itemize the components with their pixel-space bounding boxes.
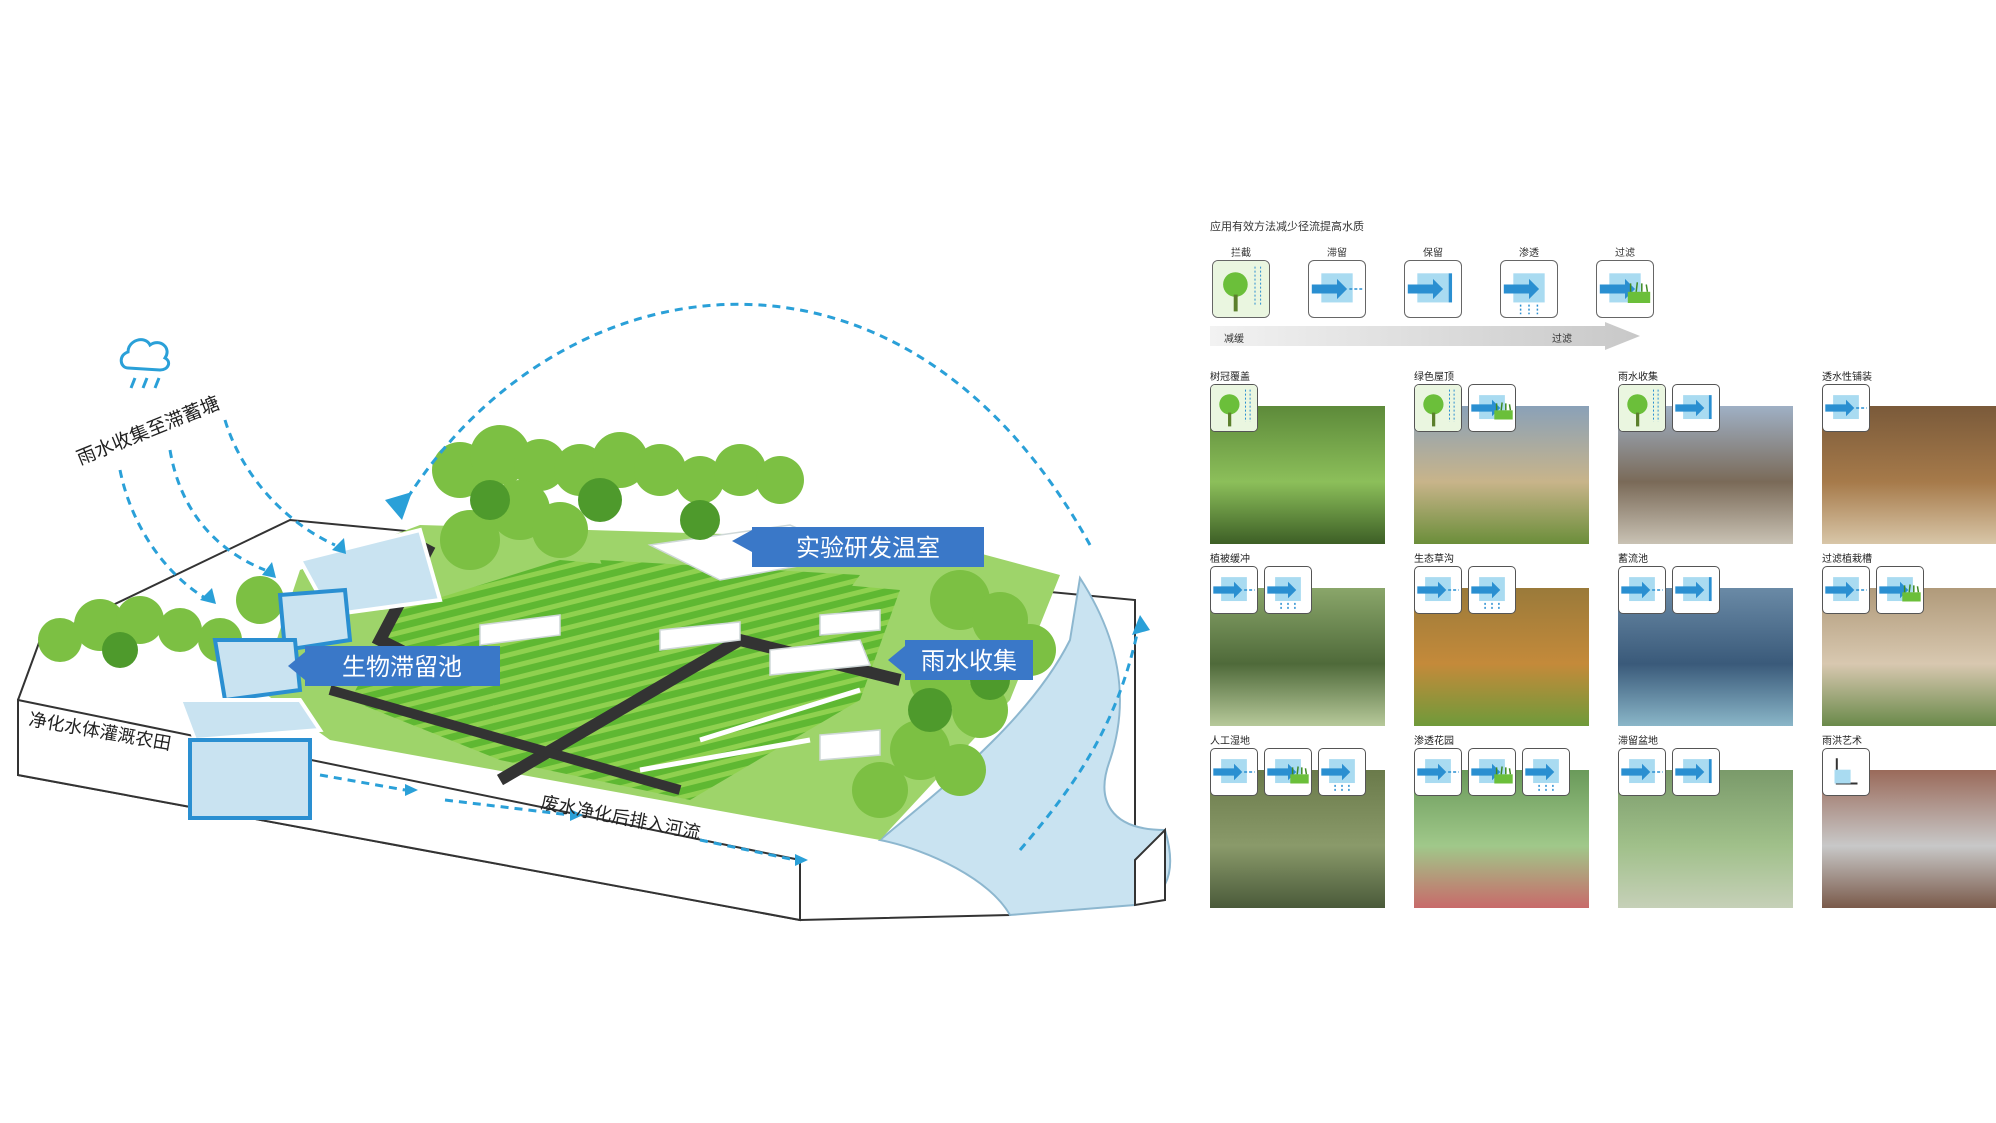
detention-icon	[1308, 260, 1366, 318]
rain-harvest-label: 雨水收集	[921, 648, 1017, 675]
retention-icon	[1404, 260, 1462, 318]
infiltration-icon	[1468, 566, 1516, 614]
process-step: 滞留	[1306, 244, 1368, 324]
tree-rain-icon	[1210, 384, 1258, 432]
gradient-arrow-icon	[1210, 322, 1640, 350]
method-card: 绿色屋顶	[1414, 368, 1614, 573]
method-card: 渗透花园	[1414, 732, 1614, 937]
process-step: 渗透	[1498, 244, 1560, 324]
rain-harvest-callout: 雨水收集	[888, 640, 1033, 680]
method-title: 树冠覆盖	[1210, 372, 1250, 383]
method-title: 滞留盆地	[1618, 736, 1658, 747]
arrow-right-label: 过滤	[1552, 334, 1572, 345]
method-title: 植被缓冲	[1210, 554, 1250, 565]
method-title: 人工湿地	[1210, 736, 1250, 747]
arrow-left-label: 减缓	[1224, 334, 1244, 345]
detention-icon	[1618, 748, 1666, 796]
process-step: 拦截	[1210, 244, 1272, 324]
panel-heading: 应用有效方法减少径流提高水质	[1210, 220, 1364, 233]
slow-to-filter-arrow: 减缓 过滤	[1210, 322, 1640, 350]
method-card: 滞留盆地	[1618, 732, 1818, 937]
filtration-icon	[1468, 384, 1516, 432]
method-title: 雨水收集	[1618, 372, 1658, 383]
retention-icon	[1672, 566, 1720, 614]
method-card: 生态草沟	[1414, 550, 1614, 755]
bioretention-label: 生物滞留池	[342, 654, 462, 681]
filtration-icon	[1468, 748, 1516, 796]
tree-rain-icon	[1414, 384, 1462, 432]
field-surface	[260, 525, 1060, 840]
rain-collection-label: 雨水收集至滞蓄塘	[74, 392, 223, 469]
method-title: 蓄流池	[1618, 554, 1648, 565]
process-step: 保留	[1402, 244, 1464, 324]
detention-icon	[1822, 384, 1870, 432]
method-card: 透水性铺装	[1822, 368, 1996, 573]
rain-art-icon	[1822, 748, 1870, 796]
method-title: 生态草沟	[1414, 554, 1454, 565]
infiltration-icon	[1318, 748, 1366, 796]
method-title: 渗透花园	[1414, 736, 1454, 747]
detention-icon	[1210, 748, 1258, 796]
flow-arrows	[118, 302, 1142, 862]
method-card: 植被缓冲	[1210, 550, 1410, 755]
retention-icon	[1672, 384, 1720, 432]
method-title: 雨洪艺术	[1822, 736, 1862, 747]
retention-icon	[1672, 748, 1720, 796]
method-card: 雨洪艺术	[1822, 732, 1996, 937]
detention-icon	[1618, 566, 1666, 614]
process-step-label: 保留	[1423, 248, 1443, 259]
detention-icon	[1822, 566, 1870, 614]
process-step-label: 滞留	[1327, 248, 1347, 259]
lid-methods-panel: 应用有效方法减少径流提高水质 拦截 滞留 保留 渗透 过滤 减缓 过滤 树冠覆盖…	[1210, 210, 1996, 930]
detention-icon	[1210, 566, 1258, 614]
method-card: 过滤植栽槽	[1822, 550, 1996, 755]
method-title: 绿色屋顶	[1414, 372, 1454, 383]
rain-cloud-icon	[119, 338, 171, 389]
ponds	[177, 527, 443, 820]
process-step-label: 过滤	[1615, 248, 1635, 259]
infiltration-icon	[1264, 566, 1312, 614]
method-card: 树冠覆盖	[1210, 368, 1410, 573]
filtration-icon	[1876, 566, 1924, 614]
method-card: 雨水收集	[1618, 368, 1818, 573]
greenhouse-callout: 实验研发温室	[732, 527, 984, 567]
process-step-label: 拦截	[1231, 248, 1251, 259]
bioretention-callout: 生物滞留池	[288, 646, 500, 686]
infiltration-icon	[1522, 748, 1570, 796]
tree-rain-icon	[1212, 260, 1270, 318]
infiltration-icon	[1500, 260, 1558, 318]
process-step-label: 渗透	[1519, 248, 1539, 259]
filtration-icon	[1596, 260, 1654, 318]
tree-rain-icon	[1618, 384, 1666, 432]
method-title: 过滤植栽槽	[1822, 554, 1872, 565]
greenhouse-label: 实验研发温室	[796, 535, 940, 562]
flow-arrowheads	[200, 492, 1150, 866]
method-title: 透水性铺装	[1822, 372, 1872, 383]
detention-icon	[1414, 566, 1462, 614]
filtration-icon	[1264, 748, 1312, 796]
method-card: 蓄流池	[1618, 550, 1818, 755]
process-step: 过滤	[1594, 244, 1656, 324]
detention-icon	[1414, 748, 1462, 796]
method-card: 人工湿地	[1210, 732, 1410, 937]
